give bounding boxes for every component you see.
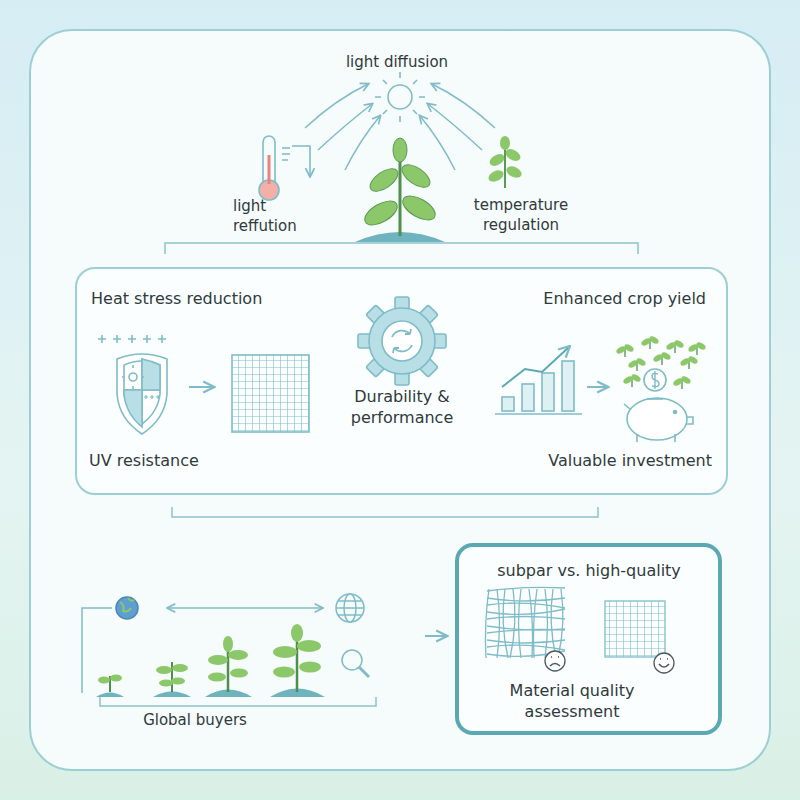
node-text: Enhanced crop yield: [543, 289, 706, 310]
feature-panel: Heat stress reductionDurability & perfor…: [75, 267, 728, 495]
node-text: UV resistance: [89, 451, 199, 472]
caption-label: temperature regulation: [461, 195, 581, 236]
leaf-sprigs: [615, 335, 706, 389]
central-plant: [355, 138, 445, 242]
node-text: subpar vs. high-quality: [469, 561, 709, 582]
node-text: Material quality assessment: [497, 681, 647, 723]
bracket: [165, 243, 638, 254]
sun-icon: [375, 72, 425, 122]
global-icons: [82, 594, 446, 706]
small-plant: [487, 136, 524, 188]
outer-panel: [30, 30, 770, 770]
bracket: [172, 507, 598, 517]
light-arrows: [305, 84, 495, 170]
caption-label: Global buyers: [115, 710, 275, 730]
growing-plants: [96, 624, 325, 697]
node-text: Durability & performance: [327, 387, 477, 429]
node-text: Valuable investment: [548, 451, 712, 472]
thermometer-icon: [259, 136, 310, 200]
caption-label: light diffusion: [317, 52, 477, 72]
caption-label: light reffution: [233, 196, 315, 237]
assessment-box: subpar vs. high-qualityMaterial quality …: [455, 543, 722, 735]
node-text: Heat stress reduction: [91, 289, 262, 310]
